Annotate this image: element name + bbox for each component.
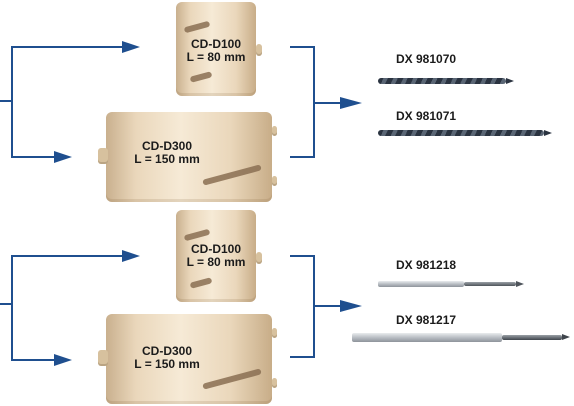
arrow-icon	[340, 97, 362, 109]
centering-rod-tip	[464, 282, 516, 286]
bit-length: L = 150 mm	[134, 152, 200, 166]
drill-tip	[516, 281, 524, 287]
centering-rod-image	[378, 281, 464, 287]
bit-code: CD-D100	[190, 242, 241, 256]
bit-slot	[202, 368, 262, 390]
bit-label: CD-D100 L = 80 mm	[176, 243, 256, 269]
tool-code: DX 981217	[396, 313, 457, 327]
bit-slot	[183, 20, 211, 34]
bit-connector	[256, 252, 262, 264]
bit-code: CD-D100	[190, 37, 241, 51]
bit-connector	[98, 350, 108, 366]
extension-rod-image	[352, 333, 502, 342]
bit-code: CD-D300	[141, 139, 192, 153]
bit-connector	[272, 328, 277, 338]
tool-code: DX 981070	[396, 52, 457, 66]
bit-slot	[202, 164, 262, 186]
bit-slot	[183, 228, 211, 242]
bit-length: L = 80 mm	[186, 255, 246, 269]
connector-line	[11, 304, 54, 361]
tool-code: DX 981218	[396, 258, 457, 272]
bit-connector	[272, 176, 277, 186]
arrow-icon	[340, 300, 362, 312]
drill-bit-image	[378, 78, 506, 84]
connector-line	[290, 255, 340, 358]
core-bit-image	[176, 210, 262, 302]
arrow-icon	[122, 41, 140, 53]
bit-connector	[272, 126, 277, 136]
bit-slot	[189, 71, 213, 83]
connector-line	[11, 101, 54, 158]
connector-line	[0, 46, 122, 102]
connector-line	[290, 46, 340, 158]
drill-tip	[506, 78, 514, 84]
bit-connector	[98, 148, 108, 164]
drill-tip	[544, 130, 552, 136]
bit-connector	[272, 378, 277, 388]
bit-connector	[256, 44, 262, 56]
tool-code: DX 981071	[396, 109, 457, 123]
bit-length: L = 150 mm	[134, 357, 200, 371]
drill-bit-image	[378, 130, 544, 136]
bit-label: CD-D300 L = 150 mm	[122, 345, 212, 371]
core-bit-image	[176, 2, 262, 96]
bit-slot	[189, 277, 213, 289]
connector-line	[0, 255, 122, 305]
bit-label: CD-D300 L = 150 mm	[122, 140, 212, 166]
arrow-icon	[54, 151, 72, 163]
extension-rod-tip	[502, 335, 562, 340]
bit-label: CD-D100 L = 80 mm	[176, 38, 256, 64]
core-bit-image	[98, 112, 277, 202]
arrow-icon	[54, 354, 72, 366]
core-bit-image	[98, 314, 277, 404]
arrow-icon	[122, 250, 140, 262]
bit-length: L = 80 mm	[186, 50, 246, 64]
bit-code: CD-D300	[141, 344, 192, 358]
drill-tip	[562, 334, 570, 340]
